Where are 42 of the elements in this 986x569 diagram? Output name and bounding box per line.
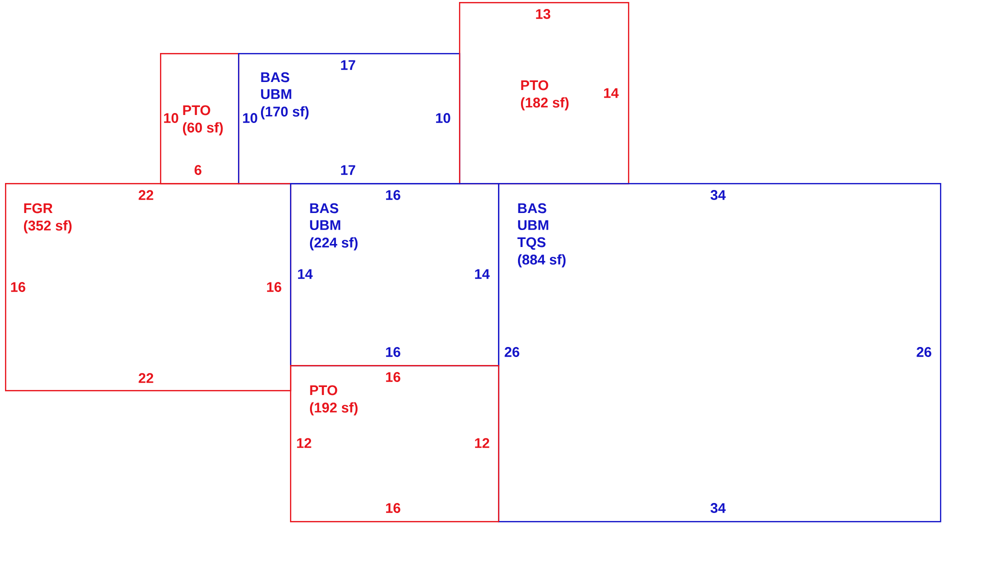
room-label: PTO (521, 80, 548, 90)
dimension-label: 16 (386, 347, 400, 357)
room-label: UBM (518, 220, 548, 230)
room-label: (224 sf) (310, 237, 358, 250)
dimension-label: 14 (604, 88, 619, 98)
dimension-label: 26 (504, 347, 520, 357)
dimension-label: 13 (536, 9, 550, 19)
dimension-label: 34 (710, 503, 726, 513)
dimension-label: 10 (436, 113, 450, 123)
dimension-label: 10 (164, 113, 178, 123)
room-label: (182 sf) (520, 97, 569, 110)
room-label: (60 sf) (182, 122, 223, 136)
dimension-label: 22 (138, 373, 154, 383)
room-label: UBM (310, 220, 340, 230)
dimension-label: 16 (386, 503, 400, 513)
dimension-label: 14 (475, 269, 490, 279)
room-label: UBM (261, 89, 292, 100)
dimension-label: 16 (267, 282, 282, 292)
room-label: (352 sf) (24, 220, 72, 234)
room-label: PTO (183, 105, 210, 116)
dimension-label: 10 (243, 113, 258, 123)
dimension-label: 17 (341, 60, 356, 70)
dimension-label: 34 (710, 190, 726, 200)
dimension-label: 22 (138, 190, 154, 200)
room-label: (192 sf) (310, 402, 358, 416)
room-label: FGR (24, 203, 53, 214)
room-label: (884 sf) (518, 254, 566, 268)
room-label: BAS (518, 203, 546, 214)
dimension-label: 12 (475, 438, 490, 448)
room-label: PTO (310, 385, 338, 396)
dimension-label: 16 (386, 372, 400, 382)
dimension-label: 6 (194, 165, 202, 175)
room-label: BAS (261, 72, 290, 82)
room-label: (170 sf) (260, 106, 309, 120)
dimension-label: 12 (297, 438, 312, 448)
dimension-label: 16 (386, 190, 400, 200)
dimension-label: 26 (916, 347, 932, 357)
dimension-label: 14 (298, 269, 313, 279)
dimension-label: 17 (341, 165, 356, 175)
room-label: TQS (517, 237, 546, 250)
dimension-label: 16 (11, 282, 26, 292)
room-label: BAS (310, 203, 338, 214)
